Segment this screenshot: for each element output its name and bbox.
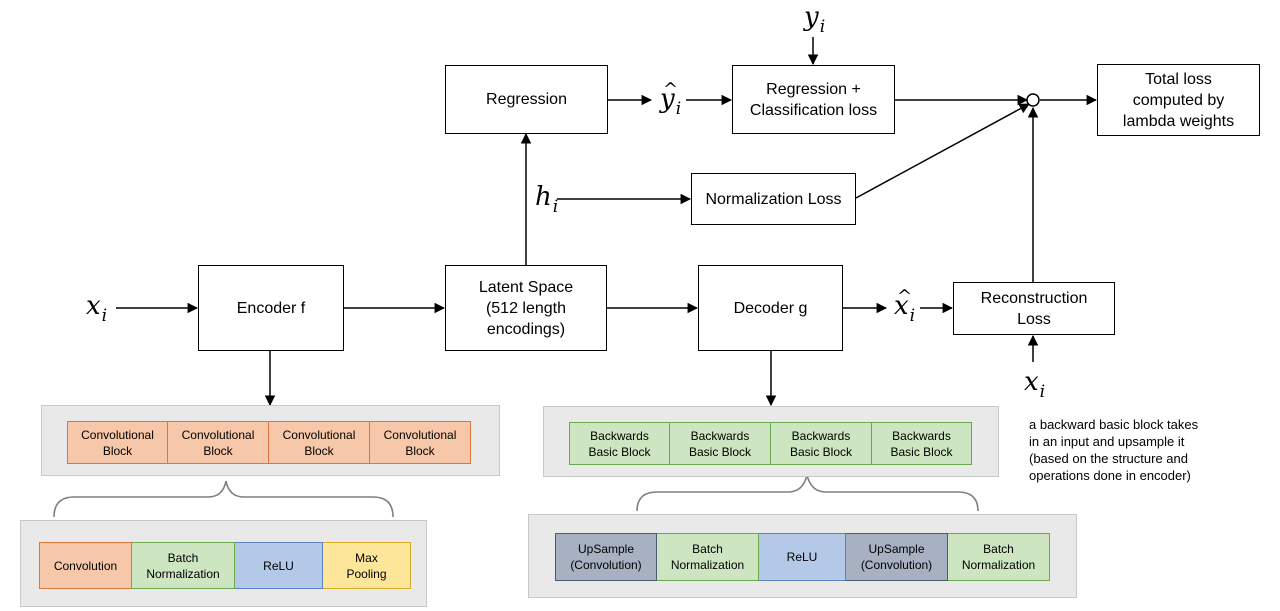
decoder-backwards-block-1: Backwards Basic Block [569,422,670,465]
detail-batch-normalization-2: Batch Normalization [948,533,1050,581]
encoder-detail-brace [53,480,394,518]
normalization-loss-box: Normalization Loss [691,173,856,225]
decoder-backwards-block-2: Backwards Basic Block [670,422,771,465]
encoder-box: Encoder f [198,265,344,351]
encoder-detail-row: Convolution Batch Normalization ReLU Max… [39,542,411,589]
detail-max-pooling: Max Pooling [323,542,411,589]
backward-block-note: a backward basic block takes in an input… [1029,417,1199,483]
detail-upsample-2: UpSample (Convolution) [846,533,948,581]
latent-space-box: Latent Space (512 length encodings) [445,265,607,351]
encoder-conv-block-4: Convolutional Block [370,421,471,464]
x-recon-input-label: xi [1024,367,1046,402]
detail-batch-normalization: Batch Normalization [132,542,235,589]
decoder-blocks-row: Backwards Basic Block Backwards Basic Bl… [569,422,972,465]
detail-batch-normalization-1: Batch Normalization [657,533,759,581]
detail-relu-decoder: ReLU [759,533,846,581]
decoder-backwards-block-4: Backwards Basic Block [872,422,972,465]
regression-classification-loss-box: Regression + Classification loss [732,65,895,134]
decoder-detail-brace [636,474,979,512]
detail-relu: ReLU [235,542,323,589]
encoder-blocks-row: Convolutional Block Convolutional Block … [67,421,471,464]
sum-junction [1026,93,1040,107]
regression-box: Regression [445,65,608,134]
detail-convolution: Convolution [39,542,132,589]
x-hat-label: ^xi [894,286,916,326]
reconstruction-loss-box: Reconstruction Loss [953,282,1115,335]
detail-upsample-1: UpSample (Convolution) [555,533,657,581]
decoder-box: Decoder g [698,265,843,351]
decoder-backwards-block-3: Backwards Basic Block [771,422,872,465]
decoder-detail-row: UpSample (Convolution) Batch Normalizati… [555,533,1050,581]
y-true-label: yi [804,2,826,37]
h-latent-label: hi [535,182,559,217]
encoder-conv-block-2: Convolutional Block [168,421,269,464]
total-loss-box: Total loss computed by lambda weights [1097,64,1260,136]
x-input-label: xi [86,291,108,326]
y-hat-label: ^yi [660,79,682,119]
encoder-conv-block-3: Convolutional Block [269,421,370,464]
encoder-conv-block-1: Convolutional Block [67,421,168,464]
arrow-normloss-to-sum [855,103,1030,199]
